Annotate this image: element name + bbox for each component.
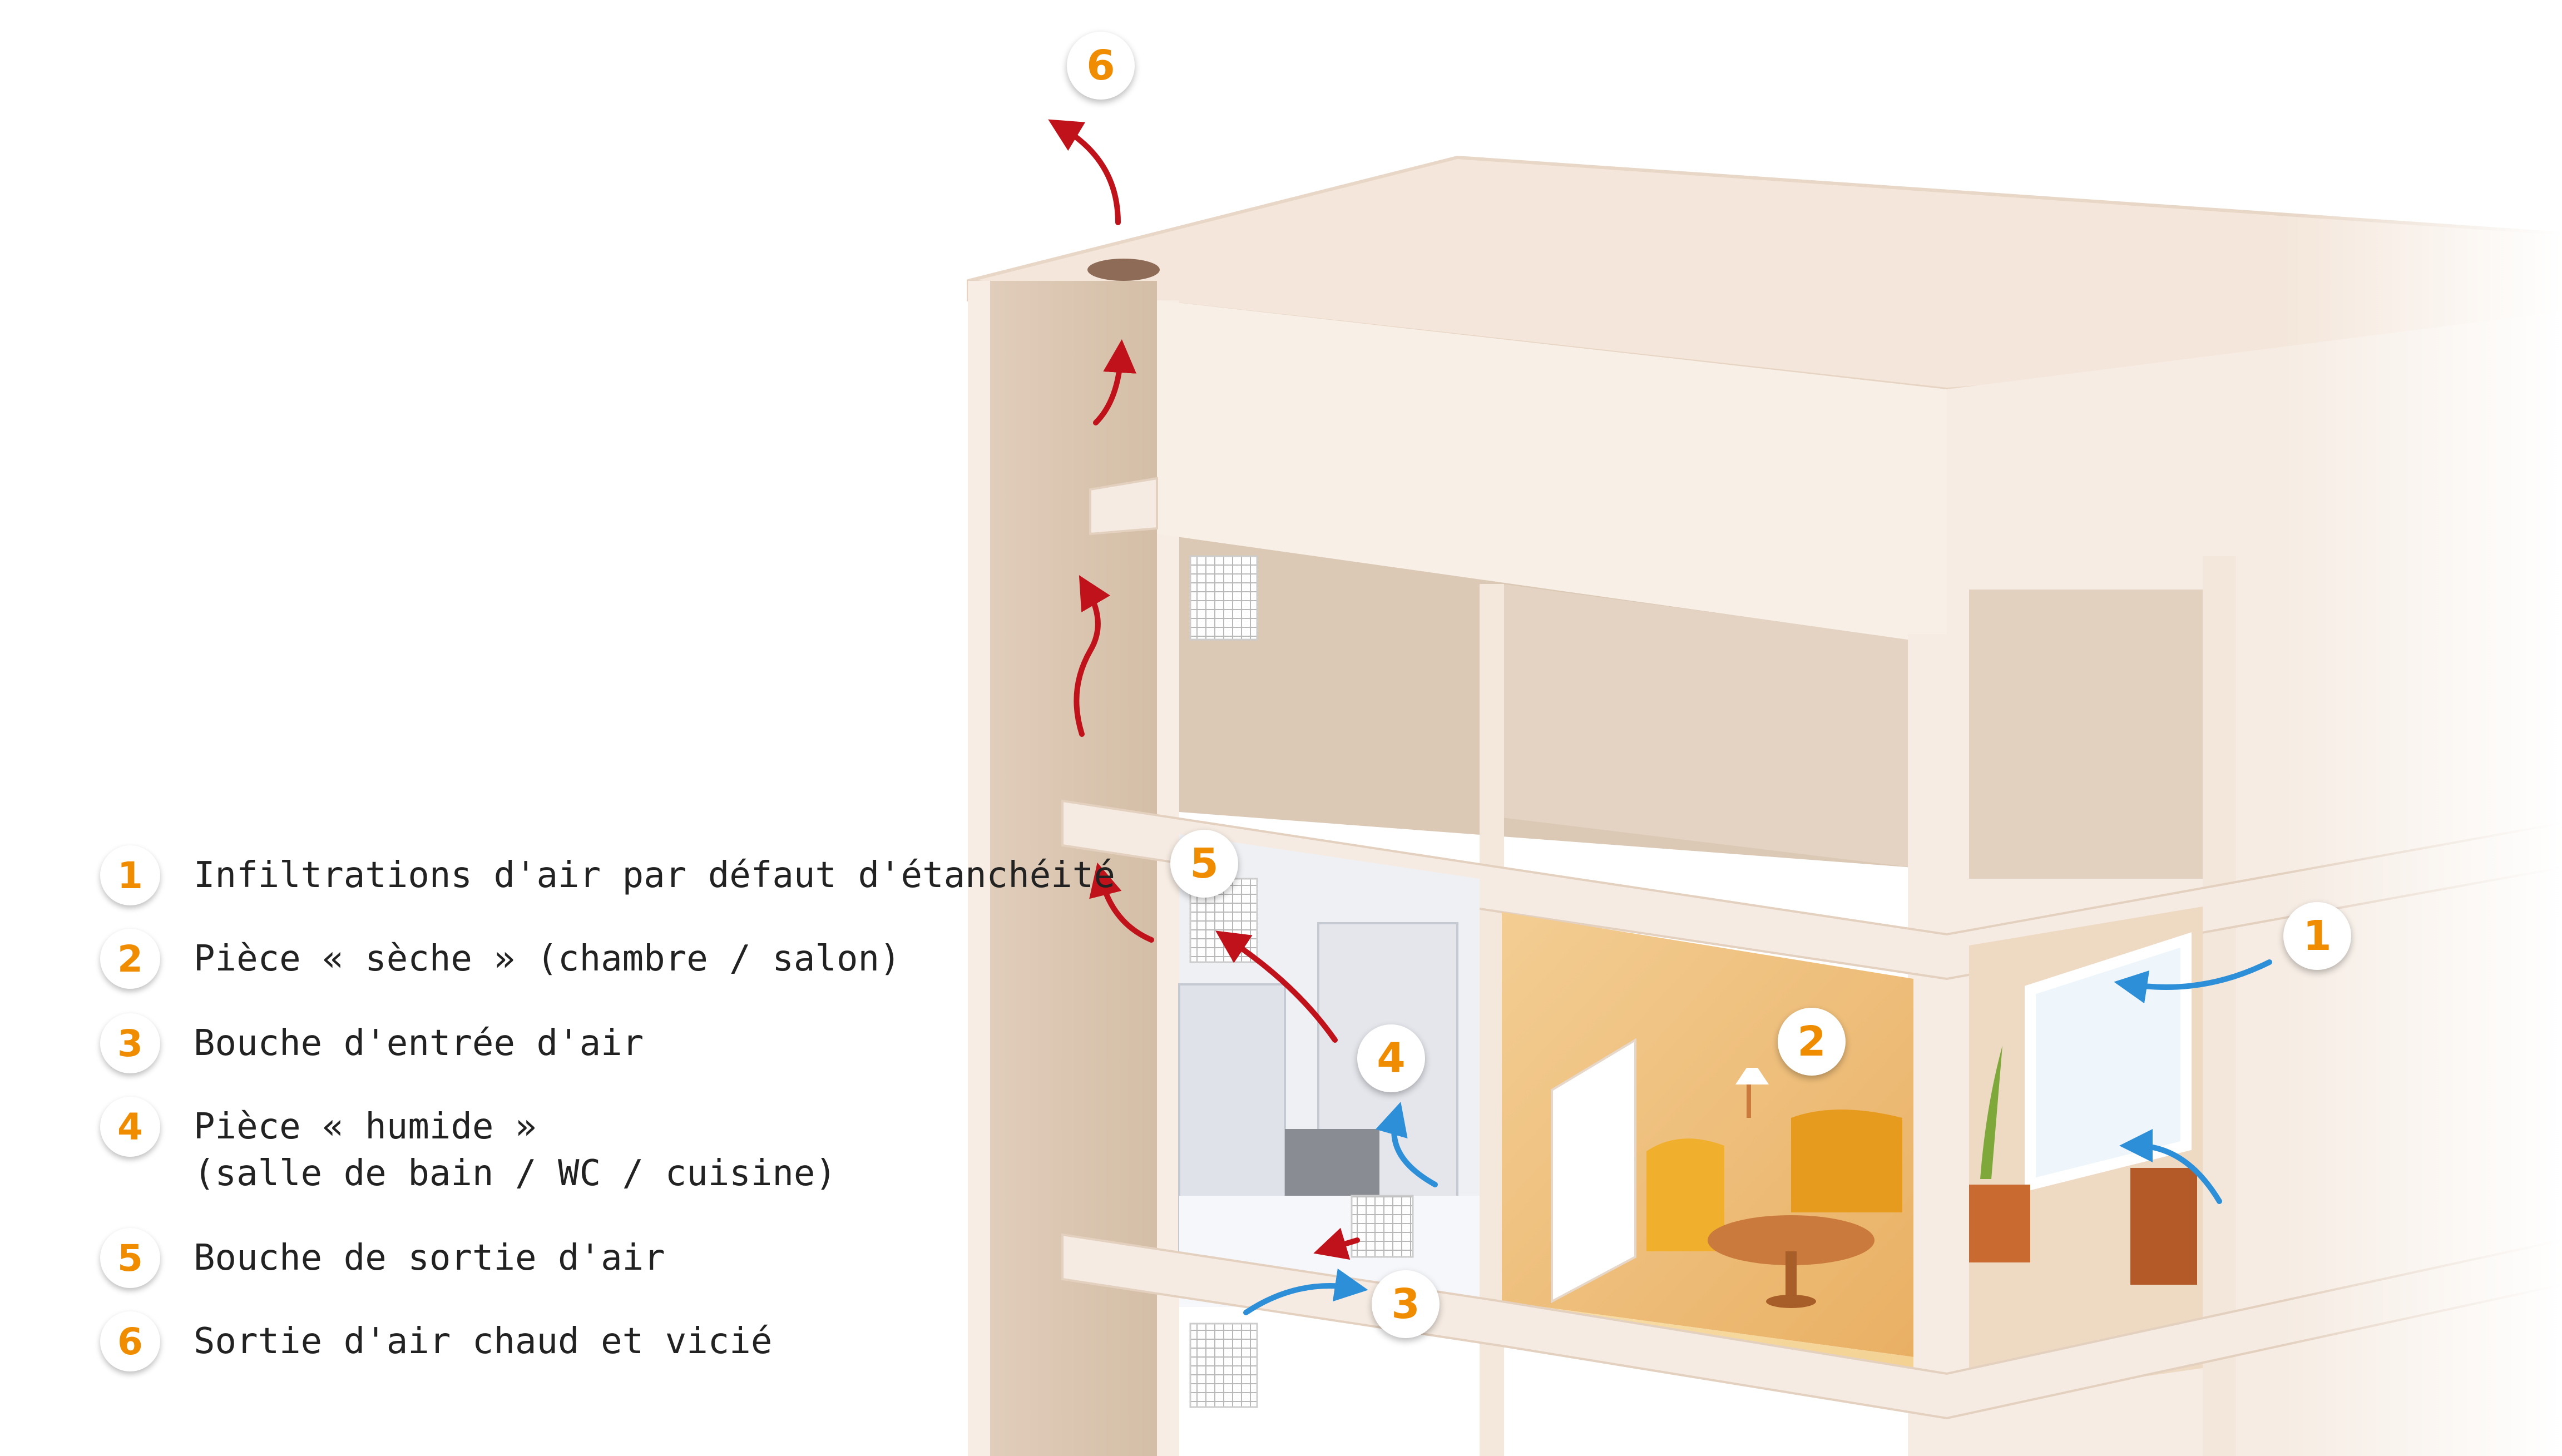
legend-text: Sortie d'air chaud et vicié <box>194 1321 773 1362</box>
plant <box>1980 1046 2002 1179</box>
legend-item: 2 Pièce « sèche » (chambre / salon) <box>100 929 901 989</box>
right-furniture <box>2130 1168 2197 1285</box>
legend-item: 3 Bouche d'entrée d'air <box>100 1013 644 1073</box>
legend-number: 3 <box>100 1013 160 1073</box>
grille-bottom <box>1189 1323 1258 1408</box>
attic-facade <box>1157 300 1947 645</box>
building <box>967 0 2562 1456</box>
coffee-table <box>1708 1215 1874 1265</box>
wall-mid-2 <box>1908 634 1952 1456</box>
warm-air-arrow <box>1074 575 1111 737</box>
door <box>1551 1038 1636 1304</box>
table-leg <box>1786 1251 1797 1301</box>
floor-slab-0 <box>1089 477 1158 536</box>
callout-2: 2 <box>1778 1008 1846 1076</box>
legend-text: Pièce « humide » <box>194 1106 537 1147</box>
roof-outlet <box>1087 259 1160 281</box>
legend-text: Infiltrations d'air par défaut d'étanché… <box>194 855 1115 896</box>
callout-3: 3 <box>1372 1270 1440 1338</box>
legend: 1 Infiltrations d'air par défaut d'étanc… <box>0 0 1115 1456</box>
callout-4: 4 <box>1357 1024 1425 1092</box>
legend-item: 6 Sortie d'air chaud et vicié <box>100 1311 772 1371</box>
legend-text: Bouche d'entrée d'air <box>194 1023 644 1064</box>
airflow-arrows <box>1048 119 2272 1315</box>
air-inlet-grille <box>1351 1195 1414 1258</box>
callout-6: 6 <box>1067 32 1135 100</box>
upper-right-room <box>1969 590 2208 879</box>
exhaust-grille-top <box>1189 555 1258 641</box>
legend-number: 1 <box>100 845 160 905</box>
right-fade <box>2281 0 2562 1456</box>
side-cabinet <box>1969 1185 2030 1262</box>
legend-item: 5 Bouche de sortie d'air <box>100 1228 665 1288</box>
warm-air-arrow <box>1093 339 1137 425</box>
callout-1: 1 <box>2283 902 2351 970</box>
sofa <box>1791 1110 1902 1212</box>
legend-number: 5 <box>100 1228 160 1288</box>
legend-item: 4 Pièce « humide » (salle de bain / WC /… <box>100 1097 837 1197</box>
fresh-air-arrow <box>1375 1102 1438 1187</box>
legend-number: 4 <box>100 1097 160 1157</box>
legend-text: Bouche de sortie d'air <box>194 1237 665 1279</box>
legend-text: Pièce « sèche » (chambre / salon) <box>194 938 901 979</box>
wall-mid-3 <box>2203 556 2236 1456</box>
floor-slab-2 <box>1061 1233 2562 1420</box>
legend-number: 6 <box>100 1311 160 1371</box>
upper-room-side <box>1502 584 1913 868</box>
legend-item: 1 Infiltrations d'air par défaut d'étanc… <box>100 845 1115 905</box>
warm-air-arrow <box>1089 862 1154 943</box>
table-base <box>1766 1295 1816 1308</box>
legend-number: 2 <box>100 929 160 989</box>
warm-air-arrow <box>1048 119 1121 225</box>
legend-text-line2: (salle de bain / WC / cuisine) <box>194 1153 837 1194</box>
shaft-left-wall <box>968 281 990 1456</box>
armchair <box>1646 1138 1724 1251</box>
lamp <box>1735 1068 1769 1084</box>
fresh-air-arrow <box>2114 959 2272 1004</box>
warm-air-arrow <box>1215 930 1338 1043</box>
warm-air-arrow <box>1313 1227 1360 1260</box>
lamp-stand <box>1747 1084 1751 1118</box>
fresh-air-arrow <box>2119 1129 2222 1204</box>
fresh-air-arrow <box>1243 1268 1368 1315</box>
callout-5: 5 <box>1170 830 1238 898</box>
